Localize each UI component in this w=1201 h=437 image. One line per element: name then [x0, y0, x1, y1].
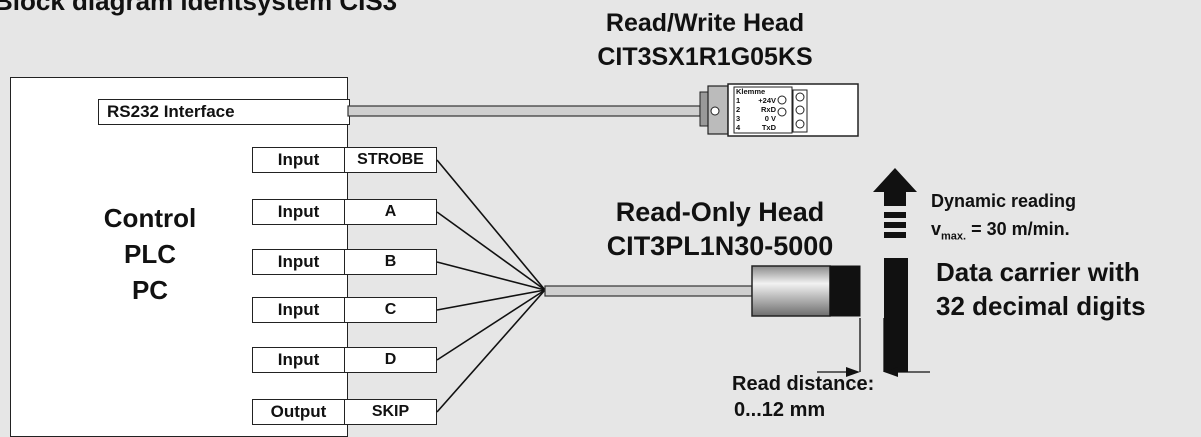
read-only-cable — [544, 285, 753, 297]
terminal-header: Klemme — [736, 87, 766, 96]
data-carrier-bar — [873, 168, 917, 372]
terminal-label: RxD — [760, 105, 776, 114]
terminal-label: TxD — [761, 123, 776, 132]
diagram-title: Block diagram identsystem CIS3 — [0, 0, 398, 16]
io-signal-0: STROBE — [344, 147, 437, 173]
io-signal-1: A — [344, 199, 437, 225]
rw-head-line2: CIT3SX1R1G05KS — [597, 43, 813, 71]
terminal-row: 4 TxD — [736, 123, 776, 132]
io-signal-2: B — [344, 249, 437, 275]
velocity-symbol: v — [931, 219, 942, 239]
terminal-number: 4 — [736, 123, 741, 132]
rs232-cable — [347, 105, 701, 117]
terminal-label: +24V — [758, 96, 776, 105]
dynamic-line1: Dynamic reading — [931, 191, 1077, 211]
velocity-subscript: max. — [941, 230, 967, 243]
terminal-row: 1 +24V — [736, 96, 776, 105]
terminal-number: 2 — [736, 105, 741, 114]
terminal-label: 0 V — [764, 114, 776, 123]
plc-line1: Control — [103, 203, 197, 233]
rs232-interface-box: RS232 Interface — [98, 99, 350, 125]
terminal-rows: 1 +24V 2 RxD 3 0 V 4 TxD — [736, 96, 776, 132]
io-signal-4: D — [344, 347, 437, 373]
io-type-2: Input — [252, 249, 345, 275]
read-distance-line2: 0...12 mm — [734, 399, 826, 421]
io-signal-5: SKIP — [344, 399, 437, 425]
data-carrier-label: Data carrier with 32 decimal digits — [936, 255, 1146, 323]
io-type-5: Output — [252, 399, 345, 425]
velocity-value: = 30 m/min. — [966, 219, 1070, 239]
plc-line2: PLC — [124, 239, 176, 269]
terminal-number: 1 — [736, 96, 741, 105]
terminal-row: 3 0 V — [736, 114, 776, 123]
dynamic-reading-label: Dynamic reading vmax. = 30 m/min. — [931, 187, 1076, 251]
read-write-head-device — [699, 83, 859, 137]
io-type-1: Input — [252, 199, 345, 225]
plc-label: Control PLC PC — [60, 200, 240, 308]
terminal-block: Klemme 1 +24V 2 RxD 3 0 V 4 TxD — [736, 87, 776, 132]
rw-head-line1: Read/Write Head — [605, 9, 805, 37]
read-distance-arrows — [817, 318, 930, 377]
ro-head-label: Read-Only Head CIT3PL1N30-5000 — [570, 195, 870, 263]
terminal-number: 3 — [736, 114, 741, 123]
ro-head-line1: Read-Only Head — [615, 197, 825, 227]
terminal-row: 2 RxD — [736, 105, 776, 114]
io-signal-3: C — [344, 297, 437, 323]
read-only-head-device — [751, 265, 861, 317]
dynamic-line2: vmax. = 30 m/min. — [931, 215, 1076, 251]
io-type-3: Input — [252, 297, 345, 323]
io-wires — [436, 159, 546, 413]
read-distance-line1: Read distance: — [732, 373, 875, 395]
carrier-line2: 32 decimal digits — [936, 291, 1146, 321]
rw-head-label: Read/Write Head CIT3SX1R1G05KS — [565, 6, 845, 74]
read-distance-label: Read distance: 0...12 mm — [732, 371, 874, 423]
plc-line3: PC — [131, 275, 169, 305]
ro-head-line2: CIT3PL1N30-5000 — [606, 231, 834, 261]
carrier-line1: Data carrier with — [936, 257, 1140, 287]
